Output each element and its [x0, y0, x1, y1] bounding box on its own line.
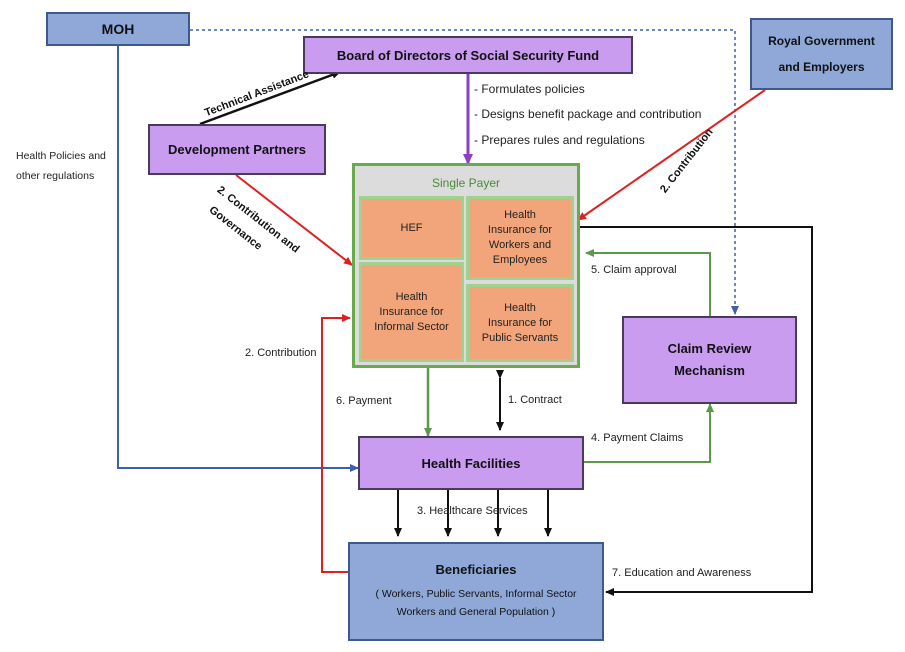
moh-box: MOH [46, 12, 190, 46]
arrow-education-awareness [580, 226, 813, 596]
hi-informal-line3: Informal Sector [374, 320, 449, 333]
health-policies-line1: Health Policies and [16, 150, 106, 162]
hi-public-line1: Health [504, 301, 536, 314]
single-payer-title: Single Payer [431, 176, 501, 190]
royal-government-box: Royal Government and Employers [750, 18, 893, 90]
board-role-1: - Formulates policies [474, 82, 585, 96]
payment-claims-label: 4. Payment Claims [591, 432, 684, 444]
arrow-royal-contribution [577, 89, 766, 221]
arrow-payment-claims [584, 403, 714, 463]
arrow-moh-to-claim-review [190, 29, 739, 315]
hef-label: HEF [400, 221, 423, 234]
claim-approval-label: 5. Claim approval [591, 264, 677, 276]
arrow-contribution-governance [235, 174, 353, 266]
development-partners-box: Development Partners [148, 124, 326, 175]
claim-review-box: Claim Review Mechanism [622, 316, 797, 404]
healthcare-services-label: 3. Healthcare Services [417, 505, 528, 517]
board-box: Board of Directors of Social Security Fu… [303, 36, 633, 74]
beneficiaries-box: Beneficiaries ( Workers, Public Servants… [348, 542, 604, 641]
hi-workers-line1: Health [504, 209, 536, 221]
contribution-left-label: 2. Contribution [245, 347, 317, 359]
arrow-technical-assistance [199, 70, 341, 126]
board-role-3: - Prepares rules and regulations [474, 133, 645, 147]
hi-workers-line2: Insurance for [487, 224, 553, 236]
hef-box: HEF [359, 196, 464, 260]
arrow-beneficiaries-contribution [321, 314, 351, 573]
arrow-claim-approval [585, 249, 711, 316]
hi-informal-line1: Health [395, 290, 428, 303]
contract-label: 1. Contract [508, 394, 562, 406]
health-facilities-label: Health Facilities [421, 455, 521, 471]
royal-label-line2: and Employers [778, 60, 865, 74]
hi-public-line2: Insurance for [487, 316, 553, 329]
development-partners-label: Development Partners [168, 142, 306, 157]
claim-review-line2: Mechanism [674, 363, 745, 378]
board-label: Board of Directors of Social Security Fu… [336, 47, 600, 63]
royal-label-line1: Royal Government [768, 34, 875, 48]
moh-label: MOH [101, 21, 135, 37]
hi-informal-line2: Insurance for [379, 305, 444, 318]
arrow-moh-to-health-facilities [117, 46, 359, 472]
beneficiaries-sub-line1: ( Workers, Public Servants, Informal Sec… [375, 588, 577, 600]
board-role-2: - Designs benefit package and contributi… [474, 107, 702, 121]
beneficiaries-sub-line2: Workers and General Population ) [396, 606, 556, 618]
health-policies-line2: other regulations [16, 170, 95, 182]
hi-workers-line3: Workers and [488, 239, 552, 251]
beneficiaries-label: Beneficiaries [435, 562, 517, 577]
hi-public-box: Health Insurance for Public Servants [466, 284, 574, 362]
hi-workers-box: Health Insurance for Workers and Employe… [466, 196, 574, 280]
hi-public-line3: Public Servants [481, 331, 559, 344]
payment-label: 6. Payment [336, 395, 392, 407]
claim-review-line1: Claim Review [667, 341, 752, 356]
health-facilities-box: Health Facilities [358, 436, 584, 490]
hi-informal-box: Health Insurance for Informal Sector [359, 262, 464, 362]
hi-workers-line4: Employees [492, 254, 548, 266]
education-awareness-label: 7. Education and Awareness [612, 567, 752, 579]
